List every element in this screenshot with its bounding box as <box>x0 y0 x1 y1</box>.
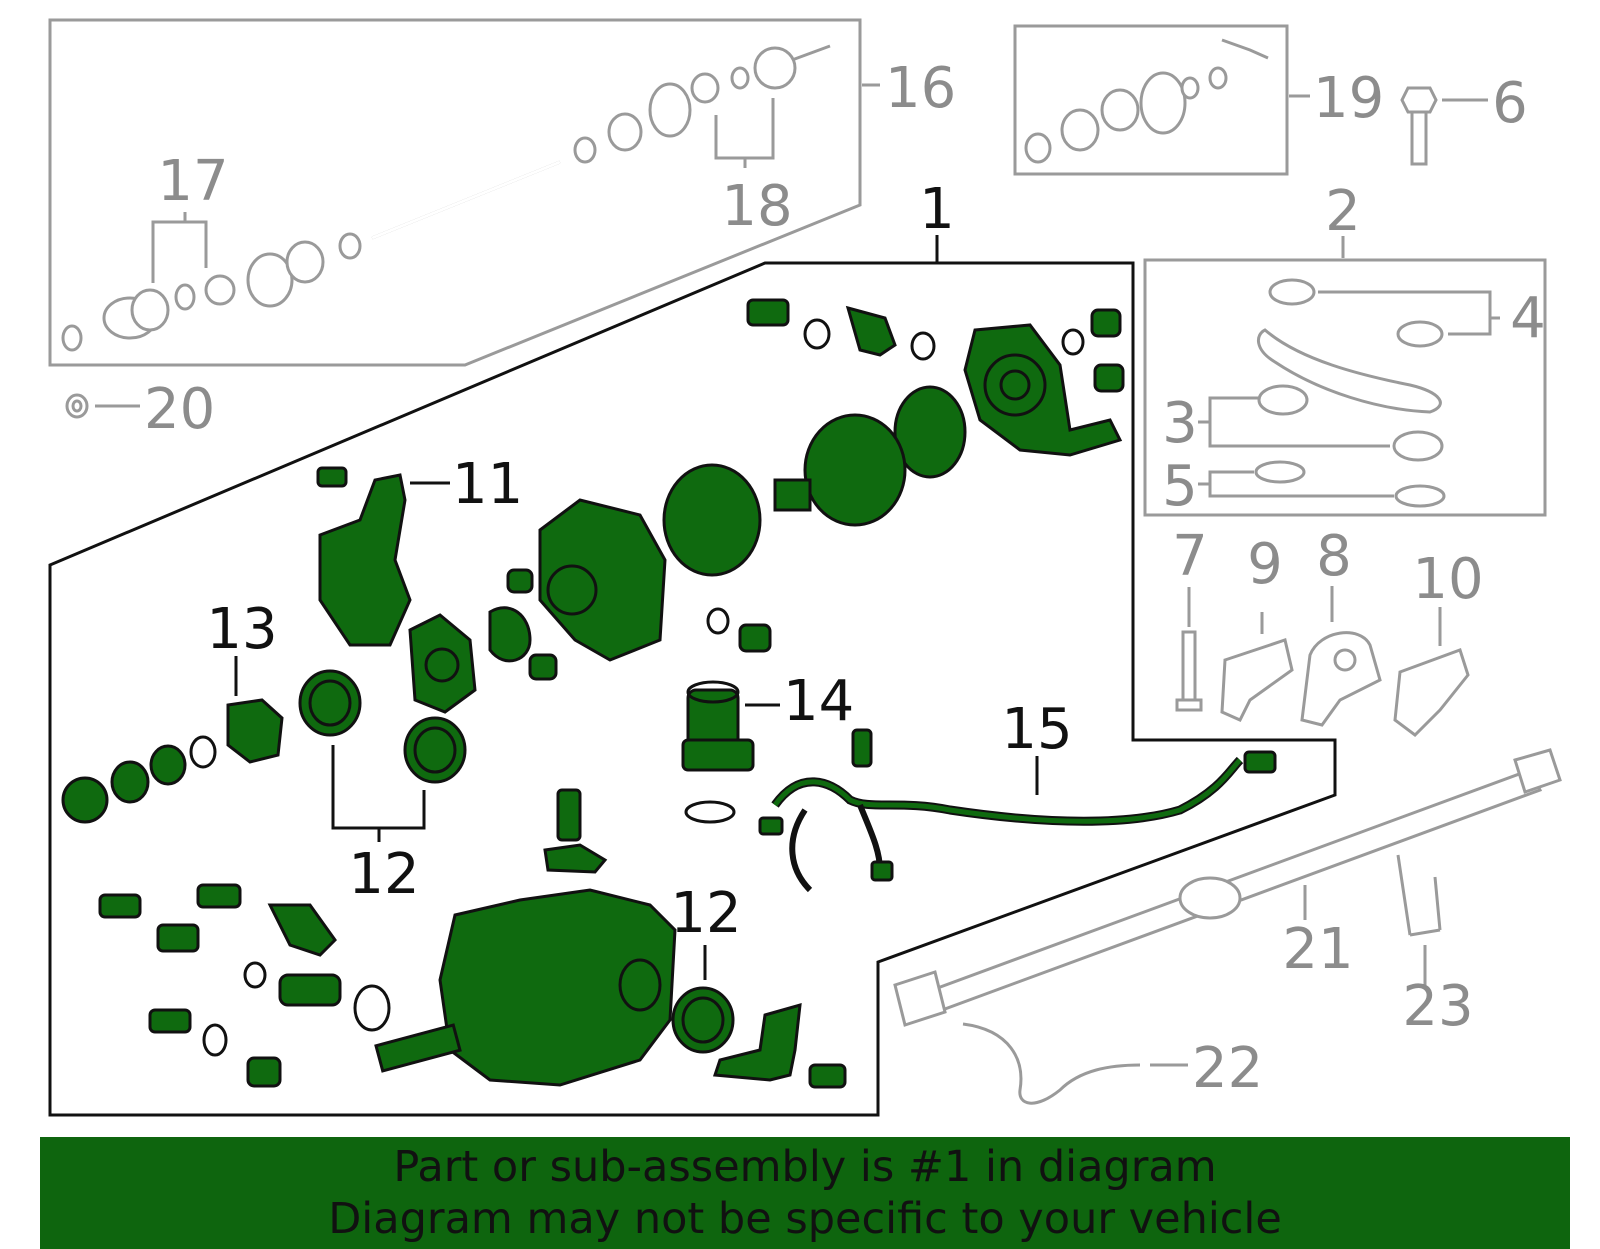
boot-kit-panel <box>1013 24 1310 176</box>
callout-4: 4 <box>1510 286 1546 351</box>
banner-line-2: Diagram may not be specific to your vehi… <box>328 1194 1282 1244</box>
bearing-13 <box>226 656 284 764</box>
oil-seal-12b <box>671 945 735 1054</box>
callout-14: 14 <box>783 669 854 734</box>
callout-11: 11 <box>452 452 523 517</box>
fittings-right <box>706 607 772 653</box>
callout-12b: 12 <box>670 881 741 946</box>
callout-7: 7 <box>1172 524 1208 589</box>
cv-joint-inner <box>573 44 831 164</box>
callout-19: 19 <box>1313 66 1384 131</box>
axle-shaft-panel <box>48 18 880 367</box>
clutch-pack <box>662 385 967 577</box>
left-washers <box>61 735 217 824</box>
notice-banner: Part or sub-assembly is #1 in diagram Di… <box>40 1137 1570 1249</box>
mount-bracket-11 <box>316 466 450 647</box>
callout-10: 10 <box>1412 547 1483 612</box>
callout-15: 15 <box>1001 697 1072 762</box>
transfer-case <box>374 888 677 1087</box>
carrier-case <box>488 498 667 681</box>
banner-line-1: Part or sub-assembly is #1 in diagram <box>393 1142 1217 1192</box>
callout-1: 1 <box>919 177 955 242</box>
callout-labels: 1 2 3 4 5 6 7 8 9 10 11 12 12 13 14 15 1… <box>144 56 1546 1101</box>
callout-6: 6 <box>1492 71 1528 136</box>
mount-8 <box>1300 586 1382 727</box>
propeller-shaft <box>893 748 1562 1105</box>
rear-differential-assembly <box>48 235 1337 1117</box>
mount-panel <box>1143 236 1547 517</box>
bottom-small-parts <box>98 788 847 1089</box>
callout-2: 2 <box>1325 179 1361 244</box>
callout-16: 16 <box>885 56 956 121</box>
cv-joint-outer <box>61 232 362 352</box>
callout-3: 3 <box>1162 391 1198 456</box>
callout-9: 9 <box>1247 532 1283 597</box>
callout-12a: 12 <box>348 842 419 907</box>
small-fittings-top <box>746 298 1125 393</box>
callout-18: 18 <box>721 174 792 239</box>
callout-8: 8 <box>1316 524 1352 589</box>
callout-13: 13 <box>206 597 277 662</box>
callout-17: 17 <box>157 149 228 214</box>
bracket-10 <box>1393 607 1470 737</box>
oil-seal-12a <box>298 669 467 842</box>
callout-23: 23 <box>1402 974 1473 1039</box>
bolt-6 <box>1400 86 1488 166</box>
housing-cover <box>963 323 1123 457</box>
wire-harness-15 <box>758 750 1277 893</box>
bolt-7 <box>1175 587 1203 712</box>
snap-ring-20 <box>65 393 140 419</box>
callout-20: 20 <box>144 377 215 442</box>
callout-22: 22 <box>1192 1036 1263 1101</box>
callout-21: 21 <box>1282 917 1353 982</box>
bearing-housing <box>408 613 477 714</box>
actuator-motor-14 <box>681 680 873 824</box>
bracket-9 <box>1220 612 1294 722</box>
callout-5: 5 <box>1162 454 1198 519</box>
